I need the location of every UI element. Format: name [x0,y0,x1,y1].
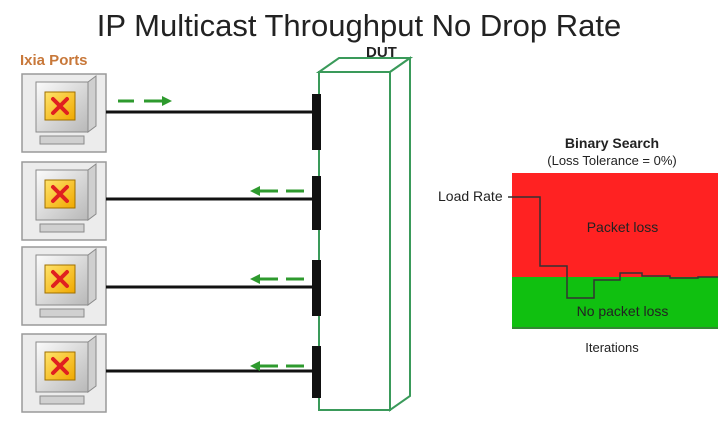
computer-icon [44,91,76,121]
arrow-out-1 [118,96,172,106]
loss-tolerance-label: (Loss Tolerance = 0%) [547,153,677,168]
load-rate-label: Load Rate [438,188,503,204]
ixia-port-2 [21,161,107,241]
packet-loss-label: Packet loss [586,219,659,235]
packet-loss-region [512,173,718,277]
binary-search-title: Binary Search [564,135,660,151]
dut-port-4 [312,346,321,398]
dut-label: DUT [366,44,397,61]
binary-search-chart [508,173,718,329]
dut-box [315,56,414,412]
ixia-port-4 [21,333,107,413]
ixia-port-1 [21,73,107,153]
no-packet-loss-region [512,277,718,329]
iterations-label: Iterations [585,340,639,355]
diagram-title: IP Multicast Throughput No Drop Rate [96,8,622,43]
arrow-in-4 [250,361,304,371]
ixia-ports-label: Ixia Ports [20,52,88,69]
load-rate-iteration-line [508,196,718,299]
dut-port-3 [312,260,321,316]
arrow-in-3 [250,274,304,284]
ixia-port-3 [21,246,107,326]
arrow-in-2 [250,186,304,196]
dut-port-1 [312,94,321,150]
dut-port-2 [312,176,321,230]
no-packet-loss-label: No packet loss [576,303,669,319]
